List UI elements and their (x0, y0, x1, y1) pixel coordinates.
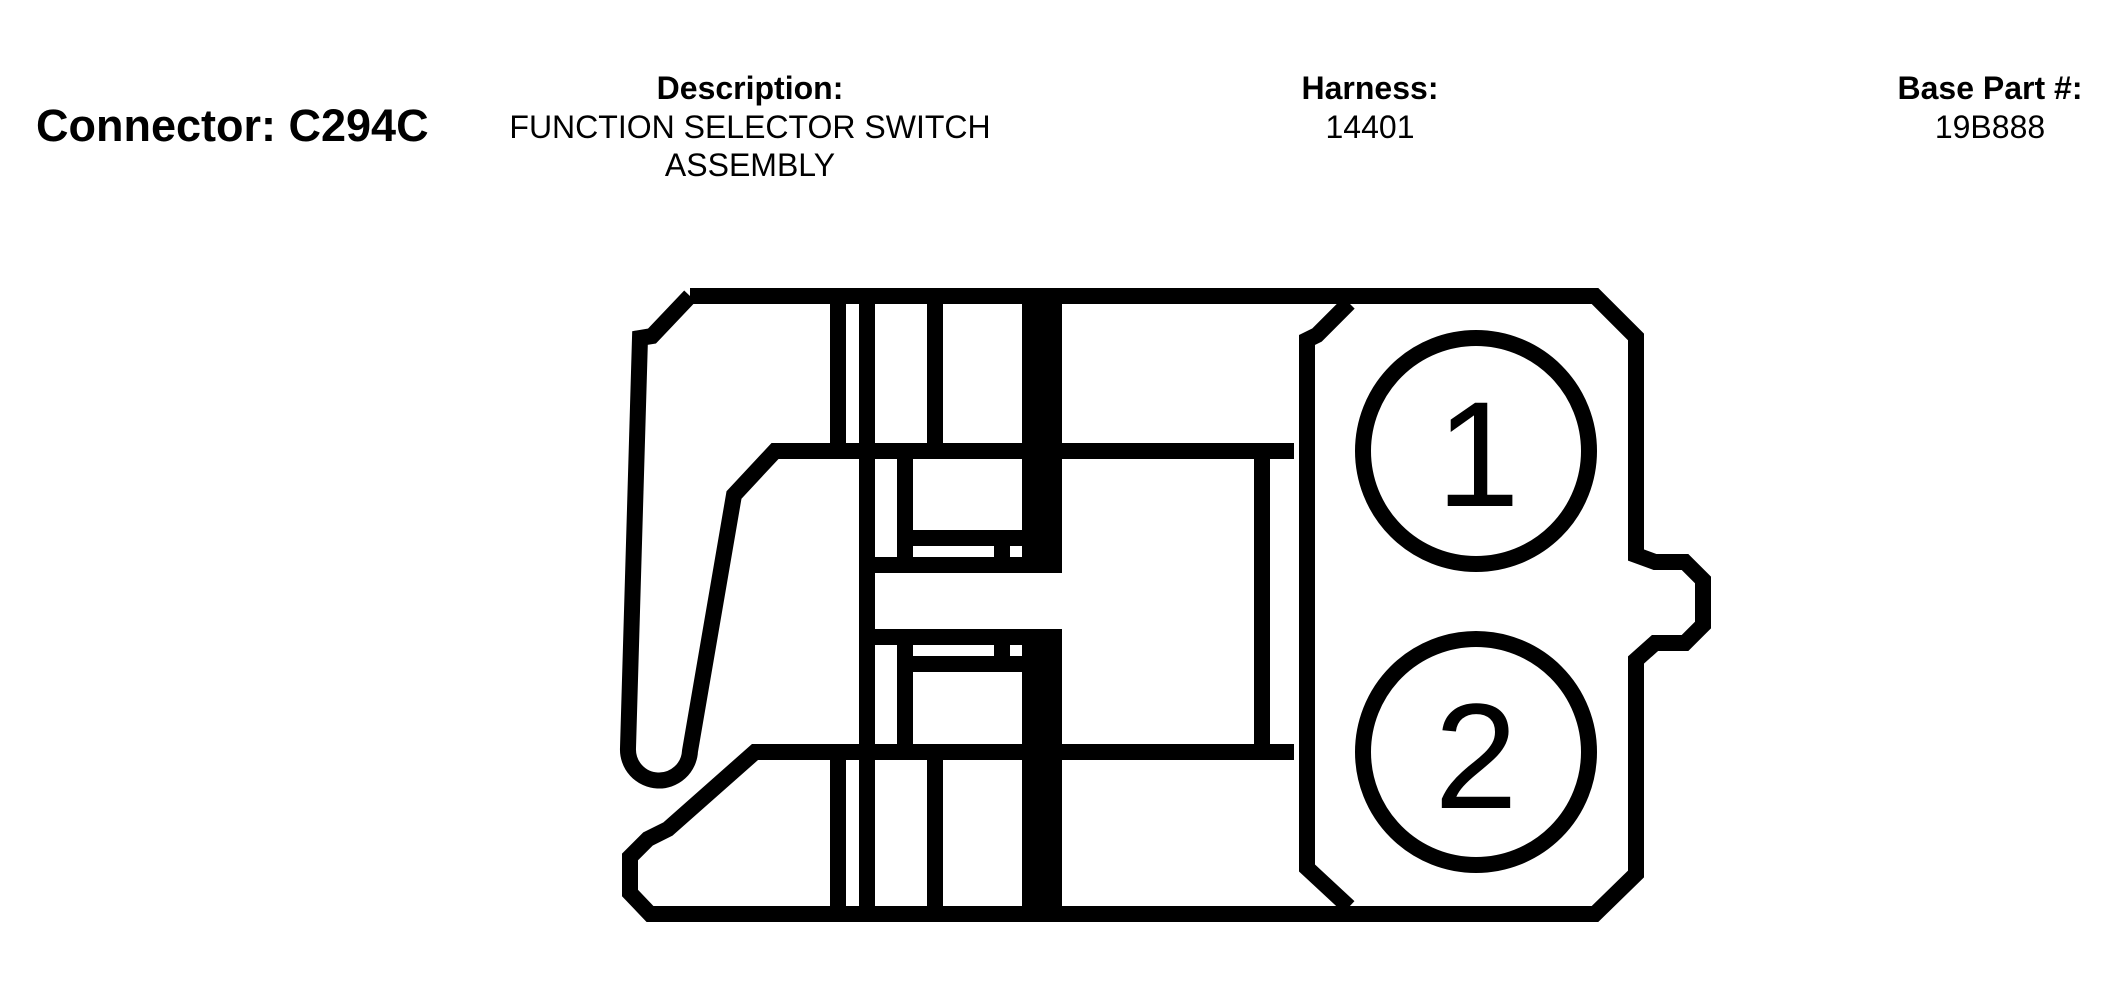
terminal-block (1299, 297, 1355, 913)
pin-2-circle (1355, 631, 1597, 873)
pin-1-label: 1 (1436, 370, 1519, 538)
harness-value: 14401 (1325, 109, 1415, 145)
harness-block: Harness: 14401 (1230, 68, 1510, 146)
housing-outline (619, 288, 1711, 922)
central-rib (1022, 303, 1062, 907)
pin-2-label: 2 (1434, 672, 1517, 840)
harness-label: Harness: (1301, 70, 1439, 106)
base-part-label: Base Part #: (1897, 70, 2083, 106)
upper-latch-window (897, 443, 1040, 573)
pin-1-circle (1355, 330, 1597, 572)
base-part-value: 19B888 (1934, 109, 2046, 145)
base-part-block: Base Part #: 19B888 (1870, 68, 2110, 146)
lower-latch-window (897, 629, 1040, 752)
description-value: FUNCTION SELECTOR SWITCH ASSEMBLY (509, 109, 991, 183)
connector-header: Connector: C294C Description: FUNCTION S… (0, 0, 2124, 200)
pin-2: 2 (1355, 631, 1597, 873)
connector-title: Connector: C294C (36, 100, 429, 151)
description-label: Description: (656, 70, 844, 106)
pin-1: 1 (1355, 330, 1597, 572)
latch-bars (830, 303, 1270, 907)
description-block: Description: FUNCTION SELECTOR SWITCH AS… (470, 68, 1030, 184)
